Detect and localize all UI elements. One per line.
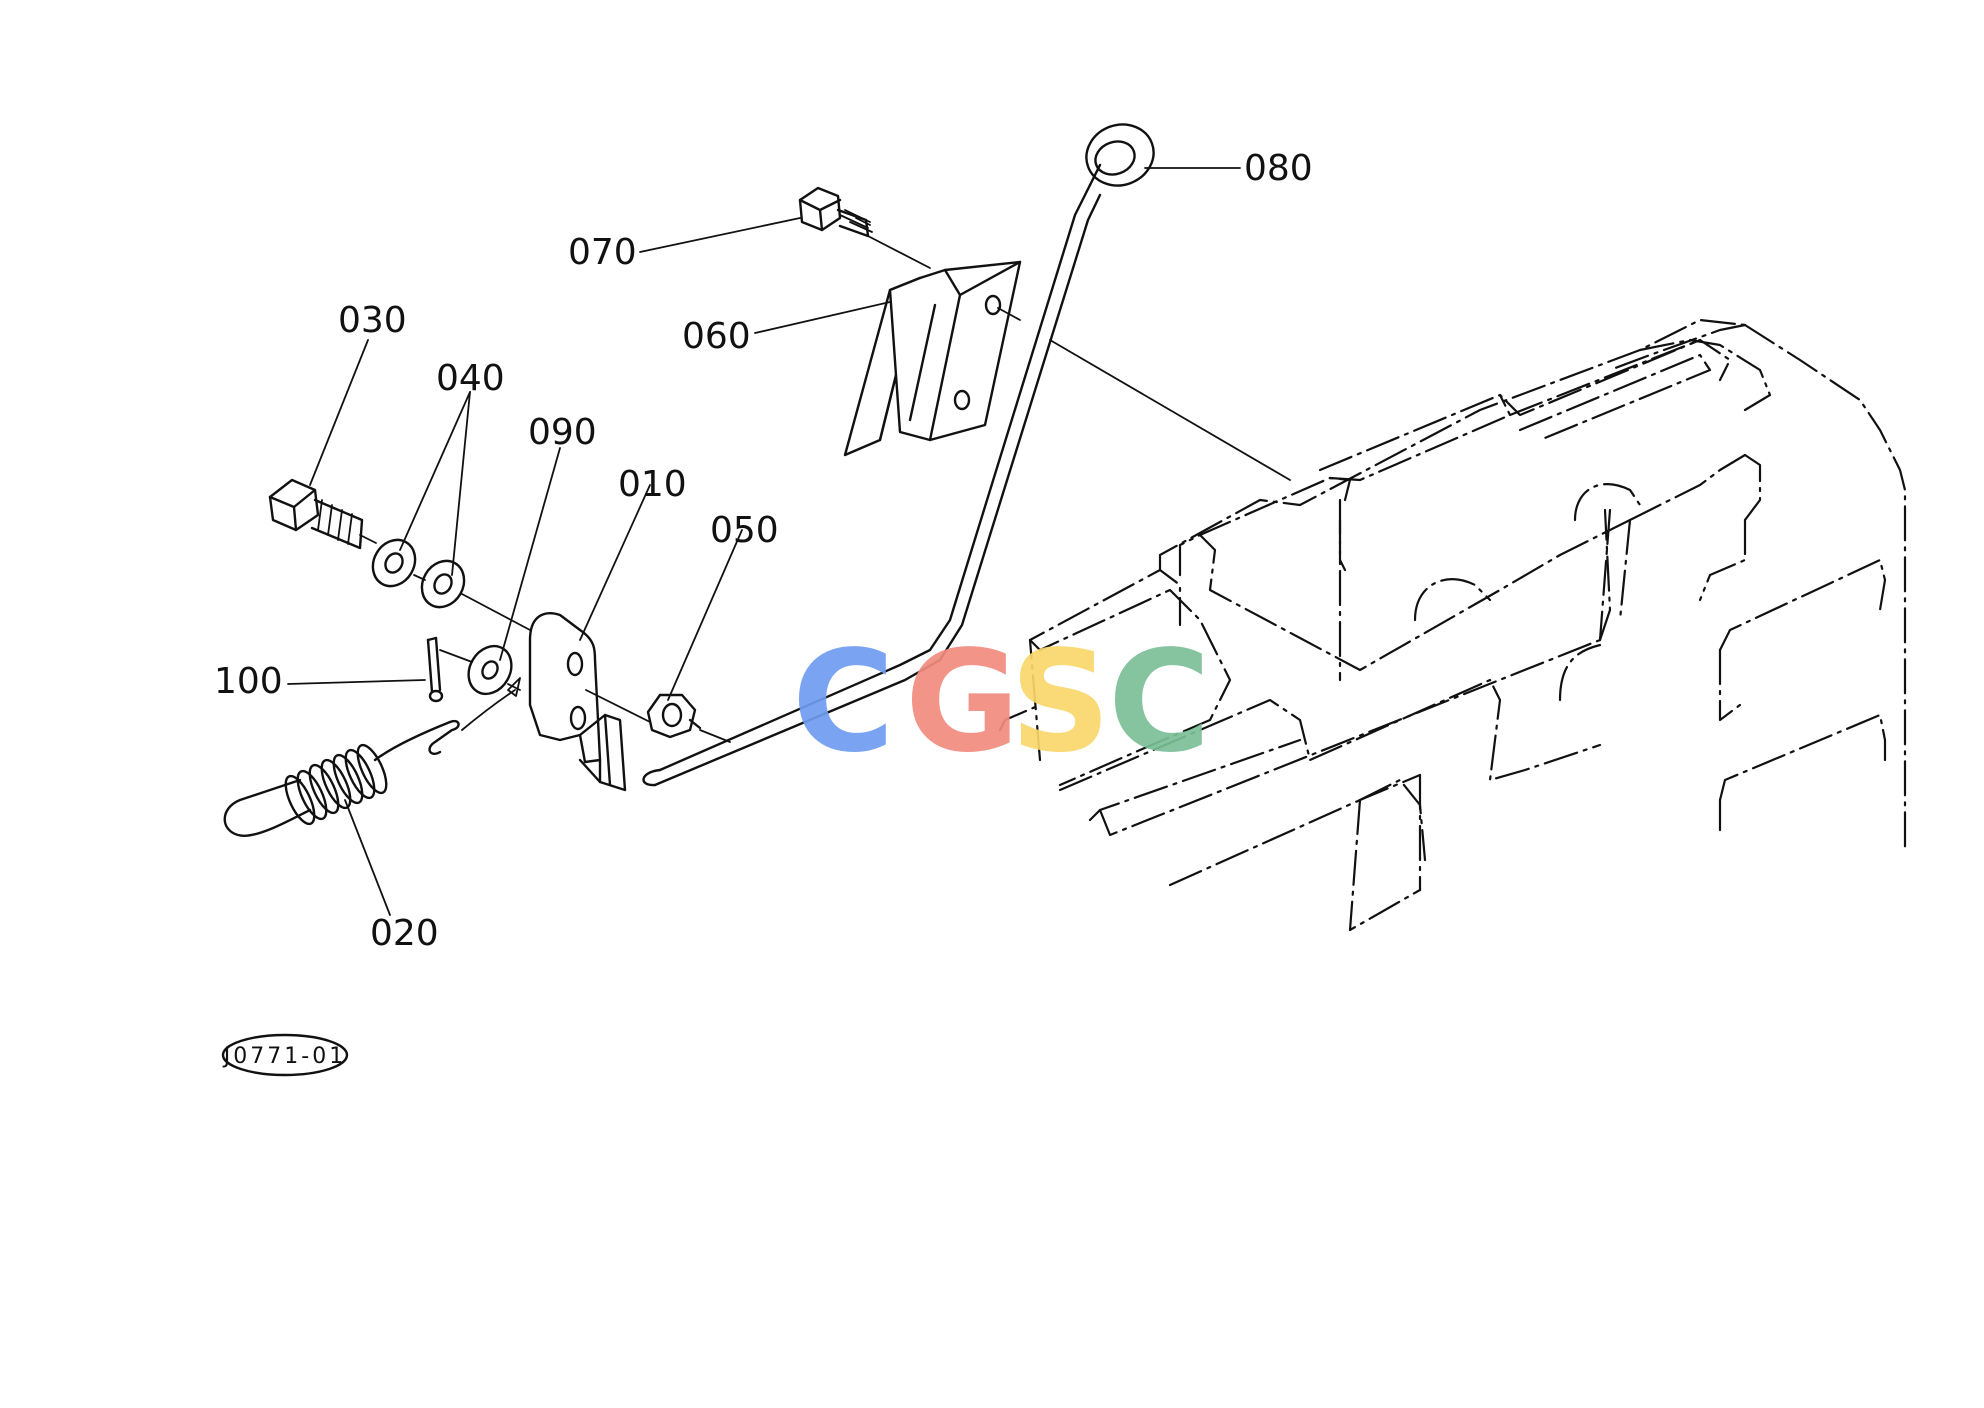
watermark-letter-g: G: [905, 621, 1020, 784]
cotter-pin-100: [426, 636, 444, 703]
callout-labels: 080 070 060 030 040 090 010 050 100 020: [214, 148, 1313, 954]
reference-code-stamp: J0771-01: [222, 1033, 349, 1077]
callout-040: 040: [436, 358, 505, 399]
callout-090: 090: [528, 412, 597, 453]
callout-030: 030: [338, 300, 407, 341]
reference-code: J0771-01: [222, 1044, 346, 1069]
callout-050: 050: [710, 510, 779, 551]
watermark-letter-c2: C: [1108, 621, 1211, 784]
callout-060: 060: [682, 316, 751, 357]
assembly-lines: [359, 235, 1291, 743]
lever-rod-080: [642, 123, 1155, 787]
plate-010: [528, 612, 627, 792]
callout-080: 080: [1244, 148, 1313, 189]
watermark-letter-s: S: [1010, 621, 1111, 784]
transmission-housing: [998, 318, 1907, 932]
callout-020: 020: [370, 913, 439, 954]
watermark-logo: C G S C: [792, 621, 1211, 784]
washers-040: [371, 538, 466, 609]
nut-050: [646, 693, 702, 739]
callout-100: 100: [214, 661, 283, 702]
watermark-letter-c1: C: [792, 621, 895, 784]
bracket-060: [843, 260, 1022, 457]
leader-lines: [287, 167, 1241, 916]
callout-070: 070: [568, 232, 637, 273]
spring-020: [223, 719, 460, 837]
bolt-070: [798, 186, 873, 238]
bolt-030: [268, 478, 364, 550]
callout-010: 010: [618, 464, 687, 505]
